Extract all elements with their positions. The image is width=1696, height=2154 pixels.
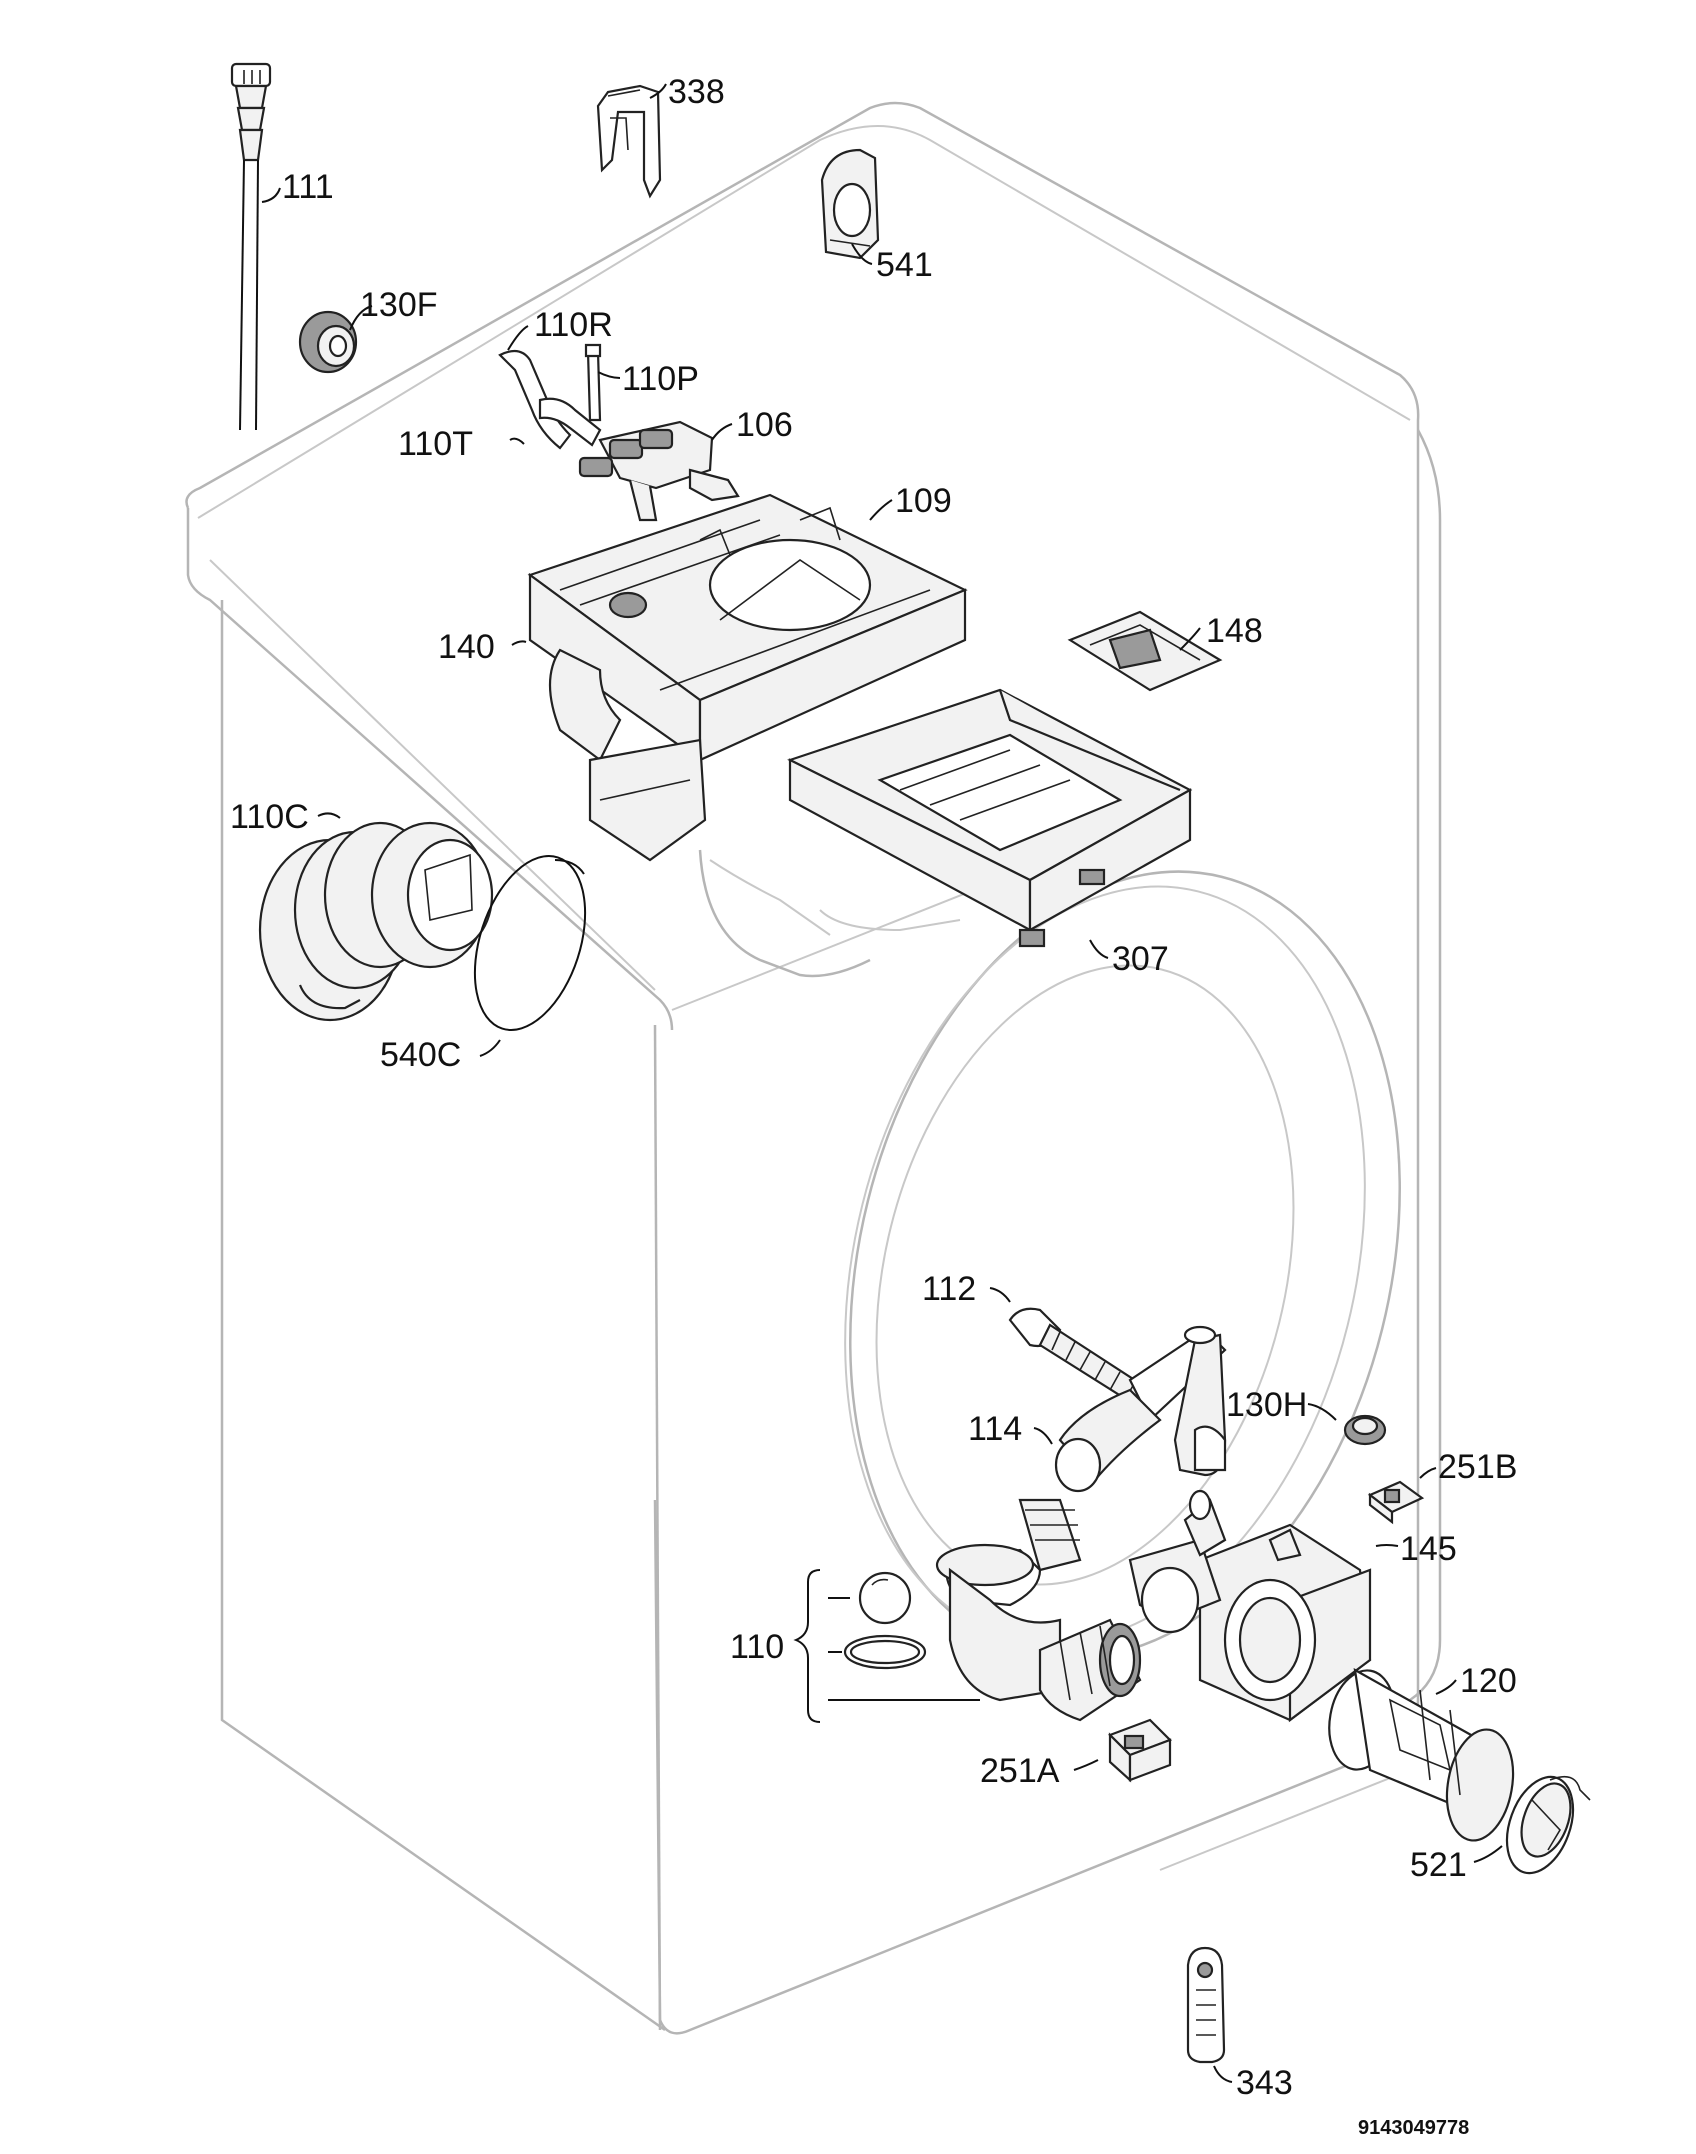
label-130F: 130F	[360, 286, 438, 324]
label-251B: 251B	[1438, 1448, 1517, 1486]
tag-343	[1186, 1946, 1226, 2064]
label-110P: 110P	[622, 360, 699, 398]
label-110C: 110C	[230, 798, 309, 836]
label-114: 114	[968, 1410, 1022, 1448]
label-110T: 110T	[398, 425, 473, 463]
label-251A: 251A	[980, 1752, 1060, 1790]
label-106: 106	[736, 406, 793, 444]
leader-lines	[261, 83, 1503, 2083]
inlet-hose-111	[230, 62, 272, 431]
clamp-ring-540C	[473, 855, 587, 1031]
cap-130F	[298, 310, 358, 374]
filter-120	[1328, 1667, 1515, 1842]
hoses-110R-110P-110T	[498, 343, 602, 450]
label-540C: 540C	[380, 1036, 461, 1074]
part-251B	[1367, 1480, 1425, 1525]
label-109: 109	[895, 482, 952, 520]
label-112: 112	[922, 1270, 976, 1308]
drawer-307	[787, 688, 1193, 948]
label-110R: 110R	[534, 306, 613, 344]
label-110: 110	[730, 1628, 784, 1666]
document-number: 9143049778	[1358, 2117, 1469, 2139]
label-140: 140	[438, 628, 495, 666]
bracket-541	[820, 148, 880, 260]
dispenser-housing-109-140	[527, 493, 968, 862]
label-120: 120	[1460, 1662, 1517, 1700]
label-338: 338	[668, 73, 725, 111]
label-307: 307	[1112, 940, 1169, 978]
label-111: 111	[282, 168, 334, 206]
label-521: 521	[1410, 1846, 1467, 1884]
label-130H: 130H	[1226, 1386, 1307, 1424]
hose-clip-338	[596, 84, 662, 199]
part-251A	[1108, 1718, 1172, 1783]
label-343: 343	[1236, 2064, 1293, 2102]
inlet-valve-106	[578, 420, 740, 522]
cap-130H	[1343, 1414, 1387, 1446]
label-148: 148	[1206, 612, 1263, 650]
part-labels: 338 111 541 130F 110R 110P 110T 106 109 …	[230, 73, 1517, 2139]
label-541: 541	[876, 246, 933, 284]
sump-hose-110	[793, 1498, 1142, 1723]
hoses-112-114	[1008, 1307, 1227, 1493]
bellows-110C	[258, 821, 494, 1022]
label-145: 145	[1400, 1530, 1457, 1568]
lever-148	[1067, 610, 1223, 692]
cap-521	[1505, 1775, 1591, 1875]
pump-housing-145	[1128, 1489, 1372, 1723]
